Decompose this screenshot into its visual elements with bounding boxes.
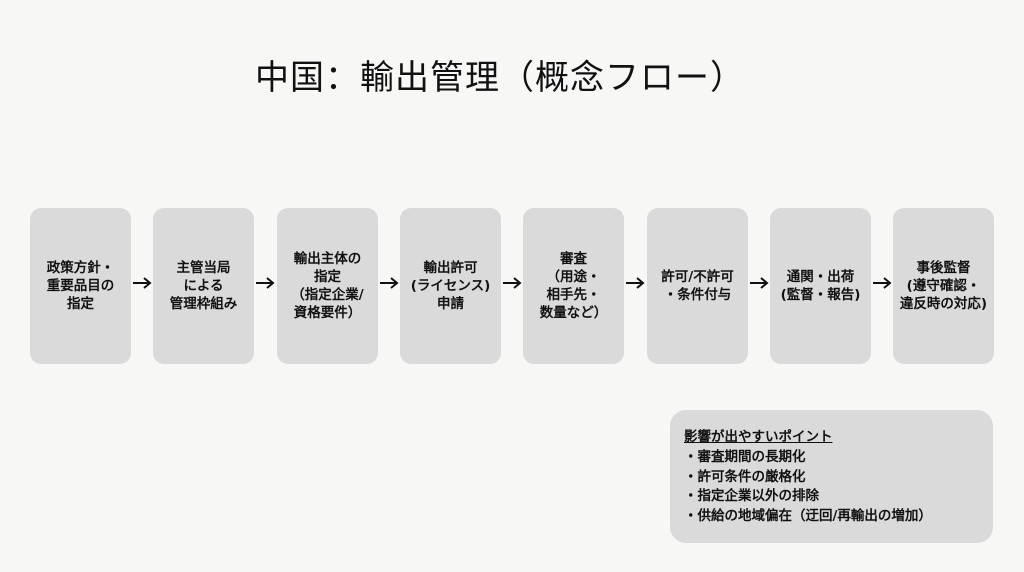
list-item: 供給の地域偏在（迂回/再輸出の増加） — [684, 507, 932, 527]
step-4-license-application: 輸出許可 (ライセンス) 申請 — [400, 208, 501, 364]
list-item: 許可条件の厳格化 — [684, 468, 932, 488]
step-2-authority: 主管当局 による 管理枠組み — [153, 208, 254, 364]
arrow-right-icon — [503, 277, 522, 289]
step-3-exporter-designation: 輸出主体の 指定 （指定企業/ 資格要件） — [277, 208, 378, 364]
arrow-right-icon — [380, 277, 399, 289]
step-1-policy: 政策方針・ 重要品目の 指定 — [30, 208, 131, 364]
step-6-decision: 許可/不許可 ・条件付与 — [647, 208, 748, 364]
list-item: 指定企業以外の排除 — [684, 487, 932, 507]
step-7-customs: 通関・出荷 (監督・報告) — [770, 208, 871, 364]
step-5-review: 審査 （用途・ 相手先・ 数量など） — [523, 208, 624, 364]
arrow-right-icon — [750, 277, 769, 289]
arrow-right-icon — [256, 277, 275, 289]
arrow-right-icon — [133, 277, 152, 289]
impact-points-callout: 影響が出やすいポイント 審査期間の長期化 許可条件の厳格化 指定企業以外の排除 … — [670, 410, 993, 543]
impact-list: 審査期間の長期化 許可条件の厳格化 指定企業以外の排除 供給の地域偏在（迂回/再… — [684, 448, 932, 526]
arrow-right-icon — [626, 277, 645, 289]
arrow-right-icon — [873, 277, 892, 289]
diagram-title: 中国：輸出管理（概念フロー） — [255, 58, 745, 98]
list-item: 審査期間の長期化 — [684, 448, 932, 468]
callout-heading: 影響が出やすいポイント — [684, 429, 833, 445]
step-8-post-supervision: 事後監督 (遵守確認・ 違反時の対応) — [893, 208, 994, 364]
